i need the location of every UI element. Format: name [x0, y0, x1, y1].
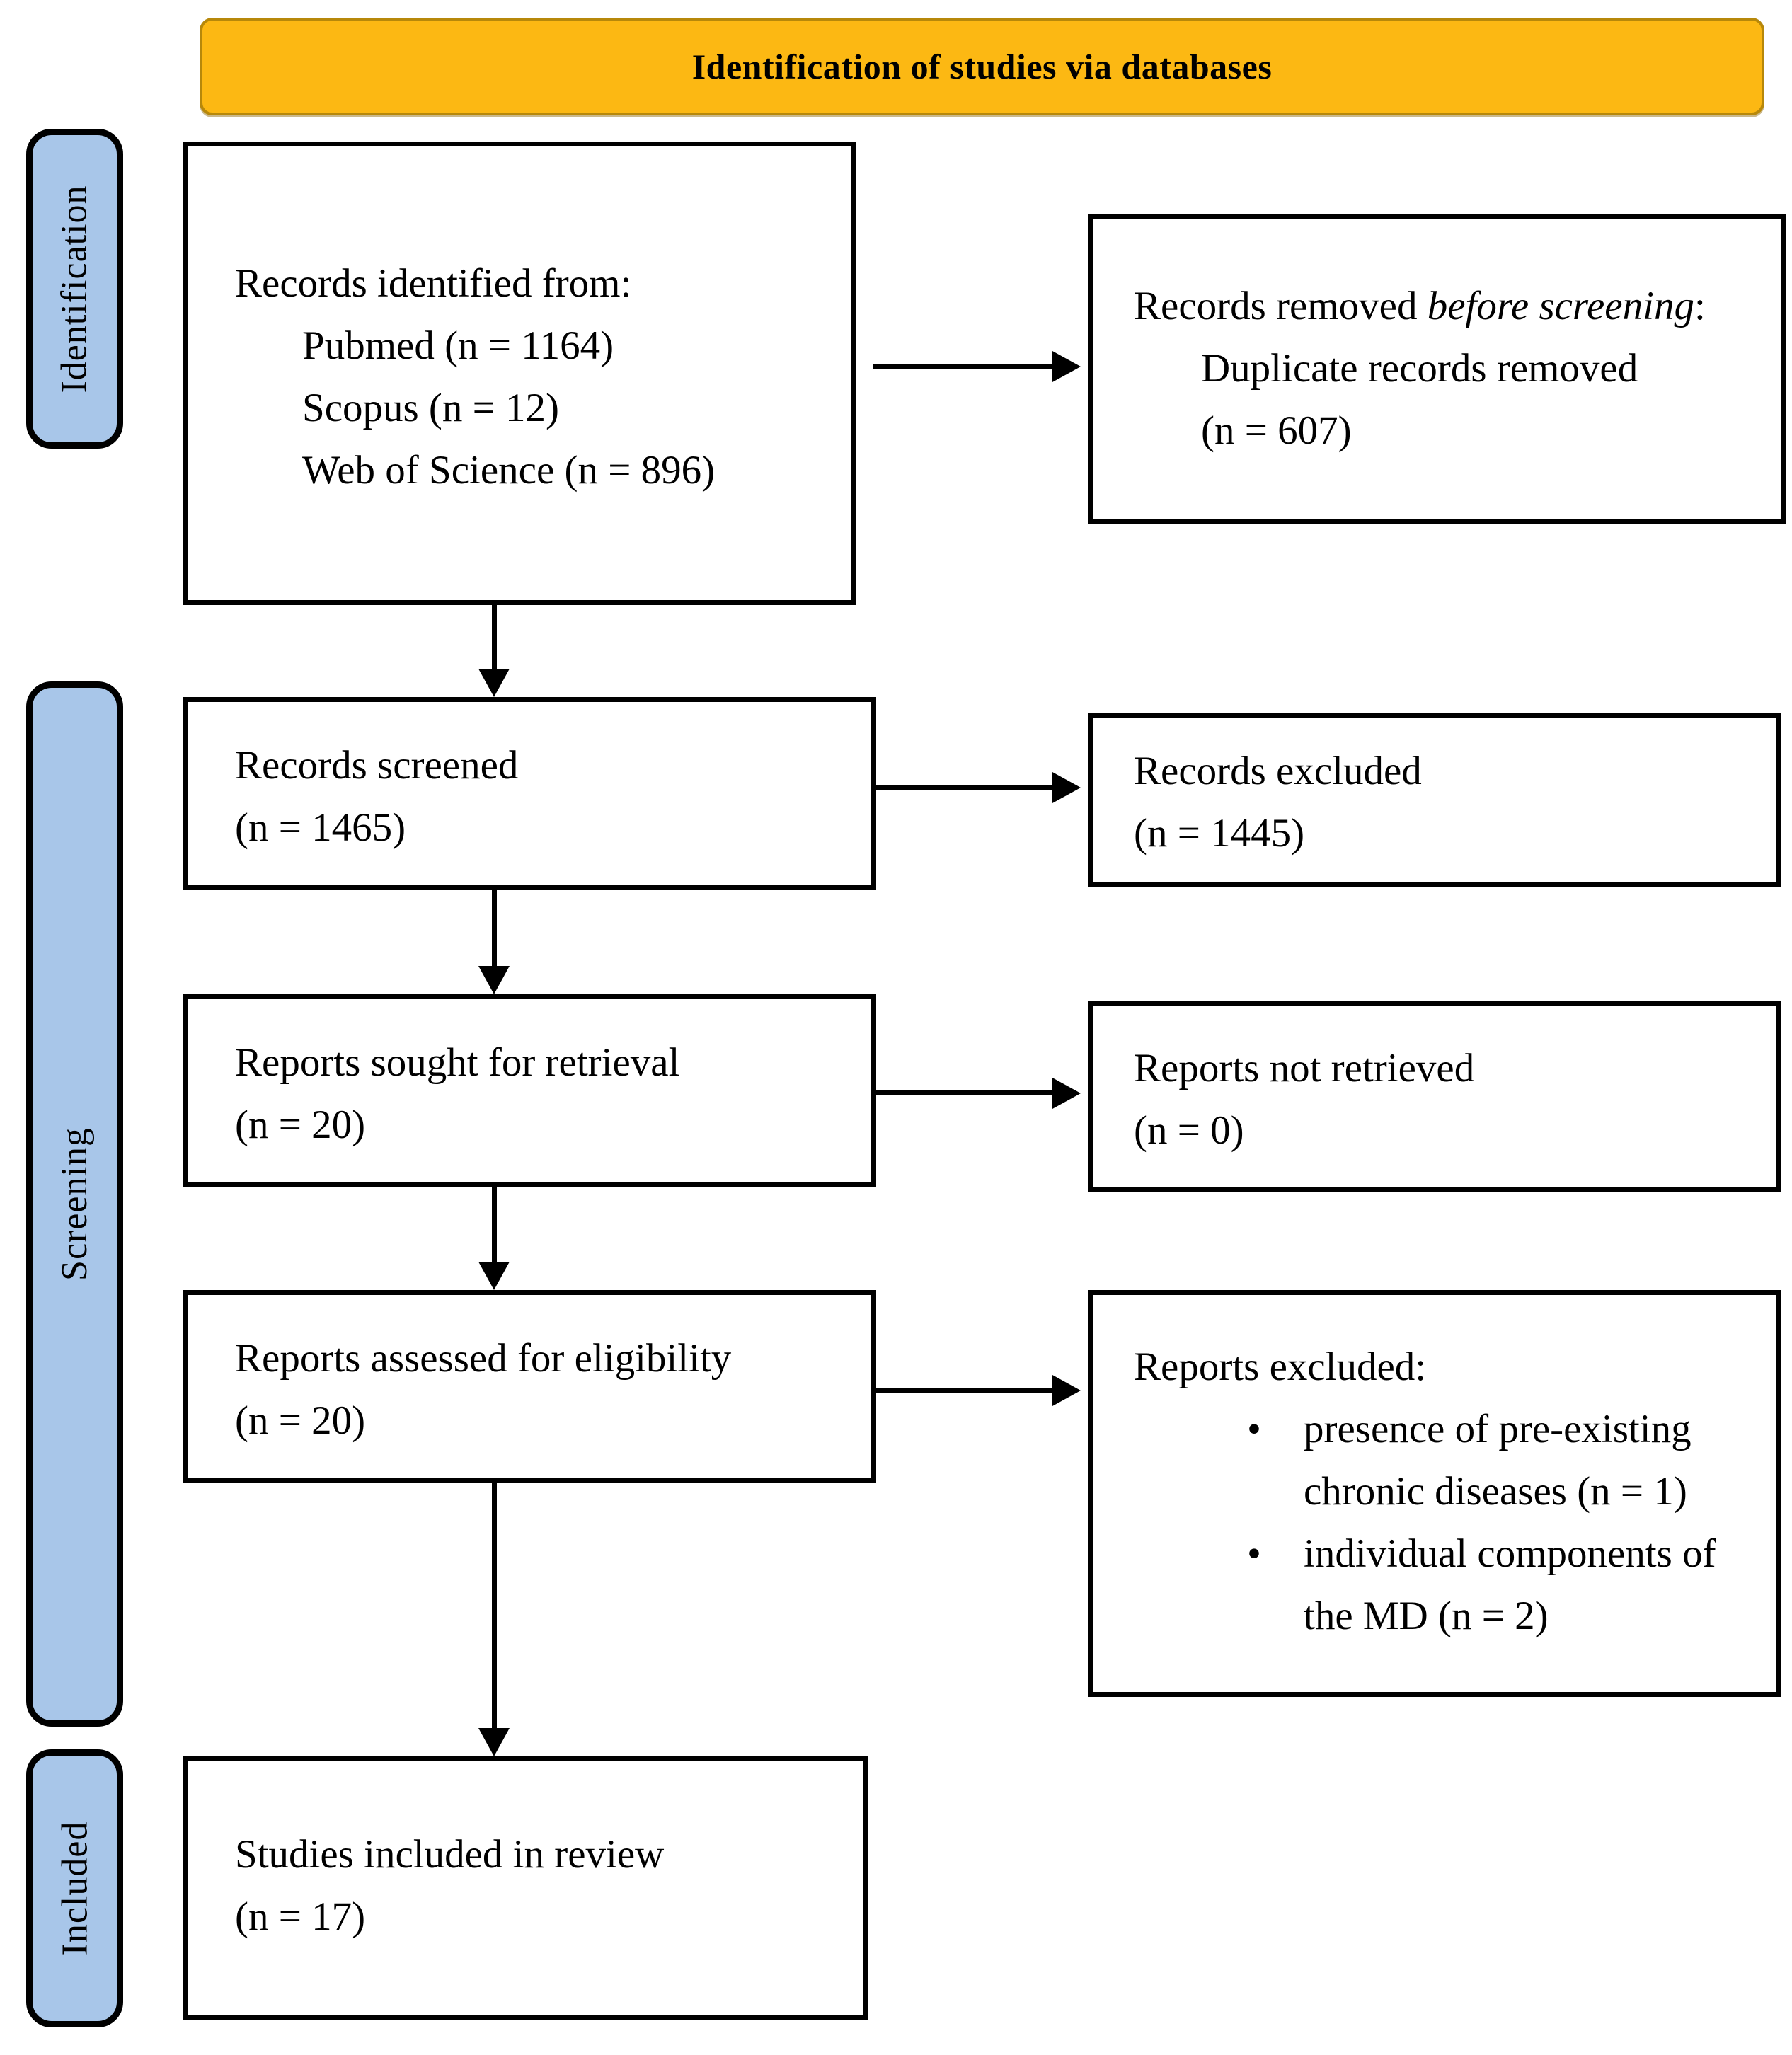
records-screened-count: (n = 1465) — [235, 805, 406, 850]
records-removed-title-suffix: : — [1694, 284, 1706, 328]
box-reports-sought: Reports sought for retrieval (n = 20) — [183, 994, 876, 1187]
box-reports-excluded: Reports excluded: • presence of pre-exis… — [1088, 1290, 1781, 1697]
arrow-identified-to-removed-line — [873, 364, 1052, 369]
arrow-assessed-to-included-head — [478, 1728, 510, 1756]
studies-included-count: (n = 17) — [235, 1894, 366, 1939]
reports-excluded-reason-2-text: individual components of the MD (n = 2) — [1304, 1531, 1716, 1638]
records-excluded-label: Records excluded — [1134, 749, 1422, 793]
records-removed-count: (n = 607) — [1201, 408, 1352, 453]
box-records-removed: Records removed before screening: Duplic… — [1088, 214, 1786, 524]
box-reports-assessed: Reports assessed for eligibility (n = 20… — [183, 1290, 876, 1483]
arrow-sought-to-notretrieved-line — [875, 1090, 1052, 1095]
arrow-assessed-to-excluded-line — [875, 1388, 1052, 1393]
arrow-screened-to-sought-line — [492, 890, 497, 967]
stage-identification: Identification — [26, 129, 123, 449]
box-records-identified: Records identified from: Pubmed (n = 116… — [183, 142, 856, 605]
records-identified-title: Records identified from: — [235, 261, 632, 306]
records-identified-wos: Web of Science (n = 896) — [302, 448, 716, 493]
records-removed-title: Records removed before screening: — [1134, 275, 1764, 338]
box-reports-not-retrieved: Reports not retrieved (n = 0) — [1088, 1001, 1781, 1192]
arrow-screened-to-excluded-head — [1052, 772, 1081, 803]
reports-assessed-count: (n = 20) — [235, 1398, 366, 1443]
reports-not-retrieved-count: (n = 0) — [1134, 1108, 1244, 1153]
records-excluded-count: (n = 1445) — [1134, 811, 1305, 856]
bullet-icon: • — [1247, 1531, 1261, 1576]
records-removed-duplicates: Duplicate records removed — [1201, 346, 1638, 391]
reports-excluded-title: Reports excluded: — [1134, 1345, 1427, 1389]
stage-included: Included — [26, 1749, 123, 2027]
reports-assessed-label: Reports assessed for eligibility — [235, 1336, 732, 1381]
banner-identification-via-databases: Identification of studies via databases — [200, 18, 1764, 115]
arrow-sought-to-notretrieved-head — [1052, 1078, 1081, 1109]
arrow-sought-to-assessed-line — [492, 1187, 497, 1263]
banner-title: Identification of studies via databases — [691, 47, 1273, 86]
reports-not-retrieved-label: Reports not retrieved — [1134, 1046, 1475, 1090]
records-removed-title-italic: before screening — [1427, 284, 1694, 328]
arrow-identified-to-screened-head — [478, 669, 510, 697]
stage-screening: Screening — [26, 681, 123, 1727]
records-screened-label: Records screened — [235, 743, 519, 788]
studies-included-label: Studies included in review — [235, 1832, 665, 1877]
stage-identification-label: Identification — [54, 184, 96, 393]
reports-excluded-reason-1-text: presence of pre-existing chronic disease… — [1304, 1407, 1692, 1514]
reports-sought-count: (n = 20) — [235, 1103, 366, 1147]
box-studies-included: Studies included in review (n = 17) — [183, 1756, 868, 2020]
records-identified-pubmed: Pubmed (n = 1164) — [302, 323, 614, 368]
arrow-screened-to-sought-head — [478, 966, 510, 994]
records-removed-title-prefix: Records removed — [1134, 284, 1428, 328]
arrow-assessed-to-included-line — [492, 1483, 497, 1729]
records-identified-scopus: Scopus (n = 12) — [302, 386, 560, 430]
stage-screening-label: Screening — [54, 1127, 95, 1281]
box-records-screened: Records screened (n = 1465) — [183, 697, 876, 890]
arrow-identified-to-screened-line — [492, 605, 497, 670]
box-records-excluded: Records excluded (n = 1445) — [1088, 713, 1781, 887]
reports-excluded-reason-1: • presence of pre-existing chronic disea… — [1134, 1398, 1759, 1523]
arrow-assessed-to-excluded-head — [1052, 1375, 1081, 1406]
bullet-icon: • — [1247, 1407, 1261, 1451]
reports-sought-label: Reports sought for retrieval — [235, 1040, 680, 1085]
reports-excluded-reason-2: • individual components of the MD (n = 2… — [1134, 1523, 1759, 1647]
stage-included-label: Included — [54, 1821, 95, 1956]
arrow-identified-to-removed-head — [1052, 351, 1081, 382]
arrow-sought-to-assessed-head — [478, 1262, 510, 1290]
arrow-screened-to-excluded-line — [875, 785, 1052, 790]
